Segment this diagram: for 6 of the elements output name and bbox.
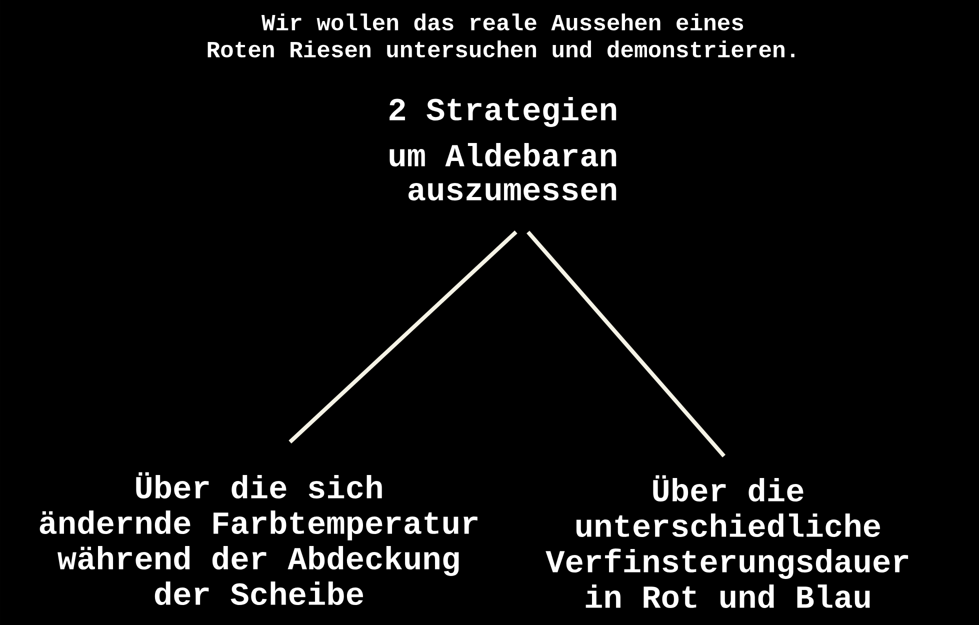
connector-line xyxy=(526,230,726,458)
connector-line xyxy=(288,230,518,444)
heading-text: 2 Strategien um Aldebaran auszumessen xyxy=(390,97,616,201)
description-text: Über die unterschiedliche Verfinsterungsdauer in Rot und Blau xyxy=(546,475,908,608)
title-text: Wir wollen das reale Aussehen eines Roten Riesen untersuchen und demonstrieren. xyxy=(208,14,794,58)
description-text: Über die sich ändernde Farbtemperatur während der Abdeckung der Scheibe xyxy=(40,472,478,606)
